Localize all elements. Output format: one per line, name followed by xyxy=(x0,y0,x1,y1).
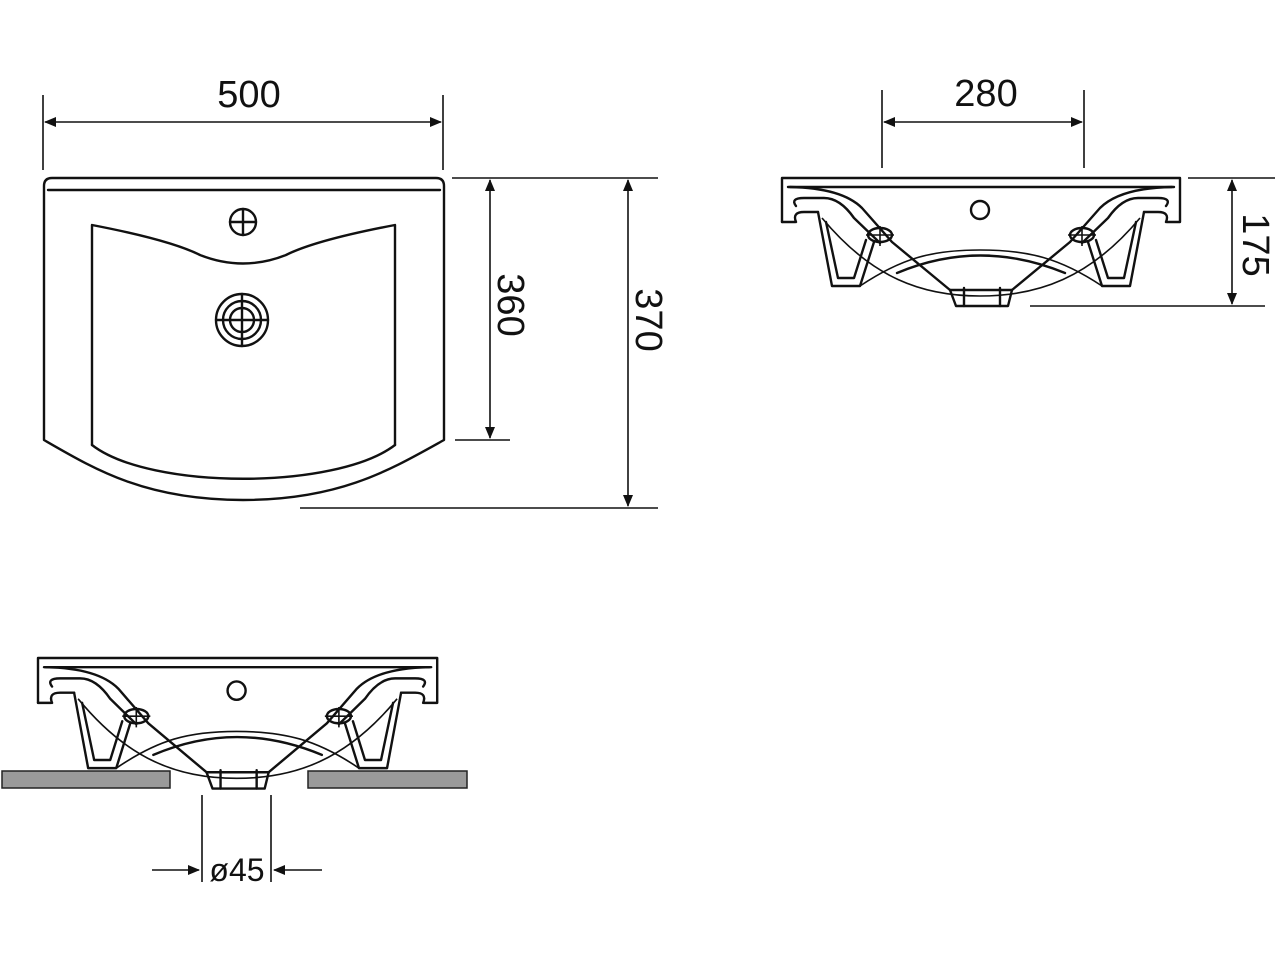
dimension-label-width: 500 xyxy=(217,74,280,116)
dimension-height: 175 xyxy=(1030,177,1276,307)
dimension-bowl-depth: 360 xyxy=(452,177,531,441)
dimension-label-tap-spacing: 280 xyxy=(954,73,1017,115)
dimension-label-bowl-depth: 360 xyxy=(489,273,531,336)
installed-front-view xyxy=(1,656,468,790)
dimension-label-drain: ø45 xyxy=(209,852,264,888)
dimension-tap-spacing: 280 xyxy=(881,73,1085,168)
drain-icon xyxy=(214,292,270,348)
dimension-width: 500 xyxy=(42,74,444,170)
front-view xyxy=(780,176,1182,308)
dimension-drain: ø45 xyxy=(152,795,322,888)
countertop-right xyxy=(307,770,468,789)
dimension-label-height: 175 xyxy=(1234,213,1276,276)
dimension-label-total-depth: 370 xyxy=(627,288,669,351)
tap-hole-icon xyxy=(228,207,258,237)
dimension-total-depth: 370 xyxy=(300,177,669,509)
top-view xyxy=(42,176,446,502)
countertop-left xyxy=(1,770,171,789)
